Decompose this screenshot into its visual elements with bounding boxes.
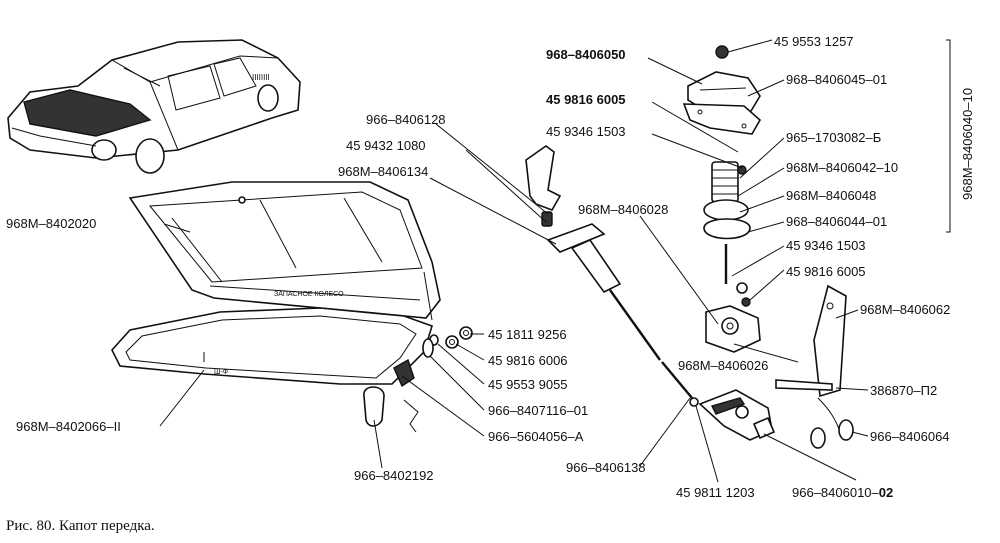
car-illustration: IIIIIIII	[7, 39, 301, 174]
lock-bracket	[775, 284, 854, 449]
label-966-8406010-02: 966–8406010–02	[792, 485, 893, 500]
label-966-5604056-A: 966–5604056–А	[488, 429, 584, 444]
label-968M-8406062: 968M–8406062	[860, 302, 950, 317]
hood-hinge-hardware	[363, 326, 473, 433]
label-968-8406050: 968–8406050	[546, 47, 626, 62]
label-968M-8406042-10: 968M–8406042–10	[786, 160, 898, 175]
part-labels: 968–8406050 45 9553 1257 968–8406045–01 …	[6, 34, 950, 500]
label-968M-8402020: 968M–8402020	[6, 216, 96, 231]
hood-prop-handle	[525, 145, 562, 227]
spring-buffer-assembly	[703, 161, 751, 307]
lock-base-plate	[705, 305, 761, 353]
hood-panel: ЗАПАСНОЕ КОЛЕСО	[128, 181, 441, 321]
label-45-9553-9055: 45 9553 9055	[488, 377, 568, 392]
hood-lock-assembly	[698, 389, 776, 441]
label-968-8406045-01: 968–8406045–01	[786, 72, 887, 87]
label-968M-8406048: 968M–8406048	[786, 188, 876, 203]
prop-rod-assembly	[546, 223, 699, 407]
label-45-9553-1257: 45 9553 1257	[774, 34, 854, 49]
label-386870-P2: 386870–П2	[870, 383, 937, 398]
svg-text:Ш-Ф: Ш-Ф	[214, 369, 228, 376]
label-45-9816-6005-bottom: 45 9816 6005	[786, 264, 866, 279]
label-45-9346-1503-bottom: 45 9346 1503	[786, 238, 866, 253]
group-label: 968M–8406040–10	[960, 88, 975, 200]
label-966-8406138: 966–8406138	[566, 460, 646, 475]
label-966-8406128: 966–8406128	[366, 112, 446, 127]
label-45-9432-1080: 45 9432 1080	[346, 138, 426, 153]
figure-caption: Рис. 80. Капот передка.	[6, 518, 155, 534]
label-968-8406044-01: 968–8406044–01	[786, 214, 887, 229]
label-966-8406010-main: 966–8406010–	[792, 485, 880, 500]
label-45-9346-1503-top: 45 9346 1503	[546, 124, 626, 139]
hood-seal-frame: Ш-Ф	[111, 307, 433, 385]
label-45-1811-9256: 45 1811 9256	[488, 327, 567, 342]
label-968M-8406134: 968M–8406134	[338, 164, 428, 179]
leader-lines	[159, 39, 869, 483]
svg-text:ЗАПАСНОЕ КОЛЕСО: ЗАПАСНОЕ КОЛЕСО	[274, 291, 344, 298]
label-968M-8402066-II: 968M–8402066–II	[16, 419, 121, 434]
label-45-9816-6005-top: 45 9816 6005	[546, 92, 626, 107]
label-966-8407116-01: 966–8407116–01	[488, 403, 588, 418]
svg-text:IIIIIIII: IIIIIIII	[252, 73, 270, 82]
label-966-8406010-suffix: 02	[879, 485, 893, 500]
group-bracket: 968M–8406040–10	[946, 39, 975, 233]
latch-cap-assembly	[682, 45, 762, 135]
label-968M-8406028: 968M–8406028	[578, 202, 668, 217]
label-45-9811-1203: 45 9811 1203	[676, 485, 755, 500]
label-966-8406064: 966–8406064	[870, 429, 950, 444]
label-45-9816-6006: 45 9816 6006	[488, 353, 568, 368]
label-968M-8406026: 968M–8406026	[678, 358, 768, 373]
label-965-1703082-B: 965–1703082–Б	[786, 130, 881, 145]
label-966-8402192: 966–8402192	[354, 468, 434, 483]
